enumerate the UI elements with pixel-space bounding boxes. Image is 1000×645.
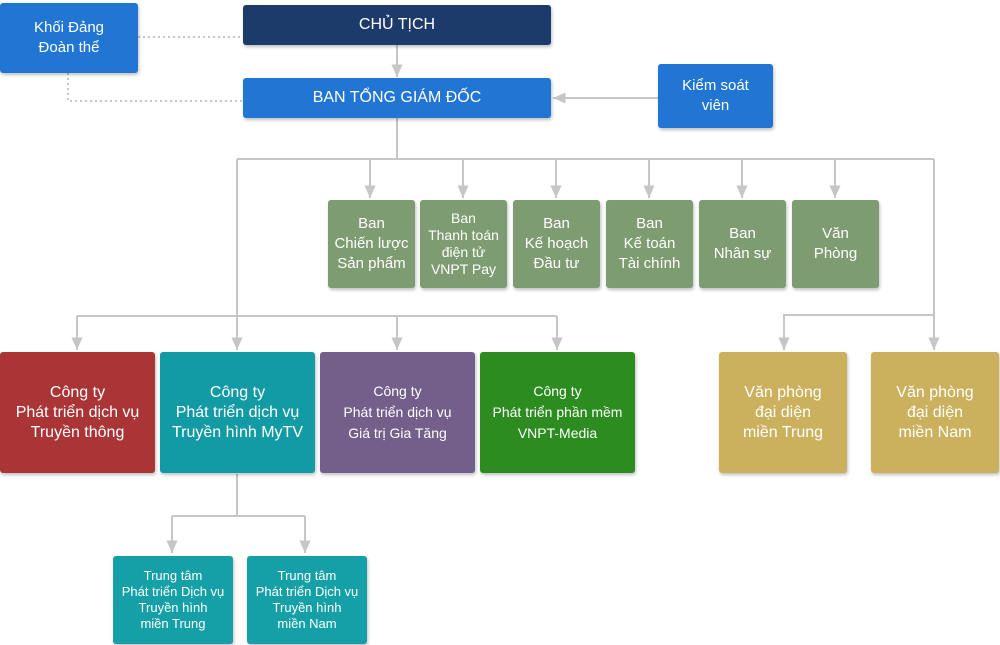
dept-line: Ban	[358, 215, 385, 232]
dept-planning-investment[interactable]: Ban Kế hoạch Đầu tư	[513, 200, 600, 288]
board-label: BAN TỔNG GIÁM ĐỐC	[312, 89, 482, 106]
party-label-line-1: Khối Đảng	[33, 19, 105, 36]
dept-line: Nhân sự	[713, 245, 772, 262]
controller-box[interactable]: Kiểm soát viên	[658, 64, 773, 128]
office-line: đại diện	[906, 403, 964, 421]
office-line: miền Trung	[742, 423, 824, 441]
company-line: Công ty	[373, 383, 422, 399]
dept-line: Kế hoạch	[524, 235, 589, 252]
dept-line: Sản phẩm	[337, 255, 406, 272]
office-line: Văn phòng	[896, 383, 974, 401]
center-line: Trung tâm	[143, 568, 203, 583]
center-line: miền Nam	[277, 616, 337, 631]
company-mytv[interactable]: Công ty Phát triển dịch vụ Truyền hình M…	[160, 352, 315, 473]
center-line: Phát triển Dịch vụ	[255, 584, 359, 599]
office-central[interactable]: Văn phòng đại diện miền Trung	[719, 352, 847, 473]
center-south[interactable]: Trung tâm Phát triển Dịch vụ Truyền hình…	[247, 556, 367, 644]
office-line: Văn phòng	[744, 383, 822, 401]
dept-line: VNPT Pay	[430, 261, 497, 277]
center-line: Trung tâm	[277, 568, 337, 583]
dept-line: Ban	[451, 210, 476, 226]
party-board-link	[67, 73, 243, 102]
dept-product-strategy[interactable]: Ban Chiến lược Sản phẩm	[328, 200, 415, 288]
controller-label-line-2: viên	[701, 97, 730, 114]
company-line: Giá trị Gia Tăng	[348, 425, 447, 441]
board-box[interactable]: BAN TỔNG GIÁM ĐỐC	[243, 78, 551, 118]
chairman-box[interactable]: CHỦ TỊCH	[243, 5, 551, 45]
company-line: Phát triển phần mềm	[492, 404, 623, 420]
party-box[interactable]: Khối Đảng Đoàn thể	[0, 3, 138, 73]
office-line: đại diện	[754, 403, 812, 421]
dept-line: Chiến lược	[334, 235, 409, 252]
dept-line: Kế toán	[623, 235, 676, 252]
dept-office[interactable]: Văn Phòng	[792, 200, 879, 288]
dept-line: Ban	[729, 225, 756, 242]
company-line: Truyền hình MyTV	[171, 423, 303, 441]
dept-line: điện tử	[441, 244, 486, 260]
office-bus	[778, 314, 934, 350]
dept-line: Tài chính	[618, 255, 681, 272]
dept-human-resources[interactable]: Ban Nhân sự	[699, 200, 786, 288]
company-line: Phát triển dịch vụ	[175, 403, 300, 421]
center-line: miền Trung	[140, 616, 206, 631]
company-line: Phát triển dịch vụ	[343, 404, 452, 420]
dept-line: Phòng	[813, 245, 858, 262]
office-south[interactable]: Văn phòng đại diện miền Nam	[871, 352, 999, 473]
dept-accounting-finance[interactable]: Ban Kế toán Tài chính	[606, 200, 693, 288]
center-line: Phát triển Dịch vụ	[121, 584, 225, 599]
company-line: VNPT-Media	[517, 425, 598, 441]
company-communications[interactable]: Công ty Phát triển dịch vụ Truyền thông	[0, 352, 155, 473]
controller-label-line-1: Kiểm soát	[682, 77, 749, 94]
chairman-label: CHỦ TỊCH	[358, 16, 436, 33]
center-line: Truyền hình	[138, 600, 208, 615]
company-line: Phát triển dịch vụ	[15, 403, 140, 421]
dept-line: Ban	[543, 215, 570, 232]
company-value-added[interactable]: Công ty Phát triển dịch vụ Giá trị Gia T…	[320, 352, 475, 473]
company-line: Truyền thông	[30, 423, 125, 441]
company-line: Công ty	[49, 383, 106, 401]
dept-line: Đầu tư	[533, 255, 580, 272]
company-line: Công ty	[209, 383, 266, 401]
dept-vnpt-pay[interactable]: Ban Thanh toán điện tử VNPT Pay	[420, 200, 507, 288]
dept-line: Thanh toán	[428, 227, 499, 243]
party-label-line-2: Đoàn thể	[38, 39, 100, 56]
dept-line: Ban	[636, 215, 663, 232]
center-central[interactable]: Trung tâm Phát triển Dịch vụ Truyền hình…	[113, 556, 233, 644]
company-vnpt-media[interactable]: Công ty Phát triển phần mềm VNPT-Media	[480, 352, 635, 473]
company-line: Công ty	[533, 383, 582, 399]
dept-line: Văn	[822, 225, 849, 242]
center-line: Truyền hình	[272, 600, 342, 615]
office-line: miền Nam	[898, 423, 972, 441]
